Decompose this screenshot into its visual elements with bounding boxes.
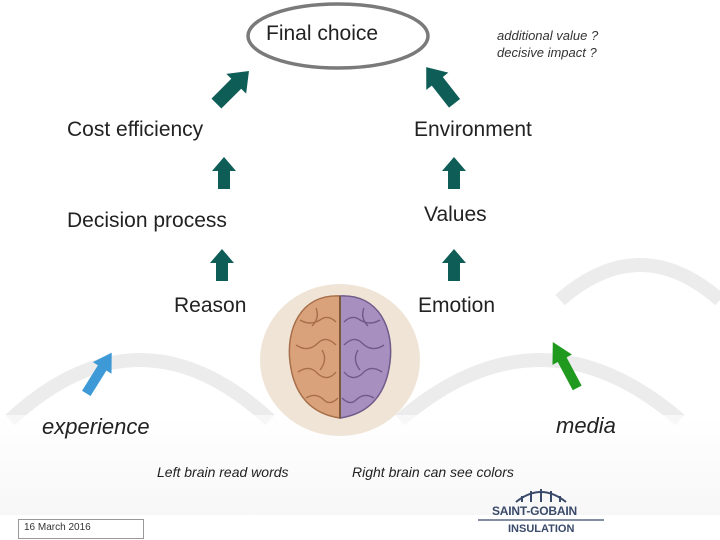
emotion-label: Emotion (418, 294, 496, 317)
brain-illustration (260, 284, 420, 436)
arrow-decision-to-cost (212, 157, 236, 189)
decision-process-label: Decision process (67, 209, 227, 232)
experience-label: experience (42, 414, 150, 439)
arrow-experience (82, 352, 112, 397)
question-decisive-impact: decisive impact ? (497, 45, 597, 60)
right-brain-caption: Right brain can see colors (352, 464, 514, 480)
arrow-environment-to-final (426, 67, 461, 108)
reason-label: Reason (174, 294, 247, 317)
logo-subtitle: INSULATION (508, 523, 575, 535)
media-label: media (556, 413, 616, 438)
final-choice-label: Final choice (266, 22, 379, 45)
left-brain-caption: Left brain read words (157, 464, 289, 480)
values-label: Values (424, 203, 487, 226)
logo-wordmark: SAINT-GOBAIN (492, 504, 577, 518)
date-box (18, 519, 144, 539)
footer-date: 16 March 2016 (24, 522, 91, 533)
arrow-media (552, 342, 582, 391)
arrow-reason-to-decision (210, 249, 234, 281)
final-choice-ellipse (246, 2, 430, 70)
arrow-values-to-environment (442, 157, 466, 189)
saint-gobain-arch-logo (515, 489, 567, 503)
arrow-cost-to-final (211, 71, 249, 109)
cost-efficiency-label: Cost efficiency (67, 118, 204, 141)
question-additional-value: additional value ? (497, 28, 599, 43)
arrow-emotion-to-values (442, 249, 466, 281)
background-arches (5, 258, 720, 426)
environment-label: Environment (414, 118, 532, 141)
